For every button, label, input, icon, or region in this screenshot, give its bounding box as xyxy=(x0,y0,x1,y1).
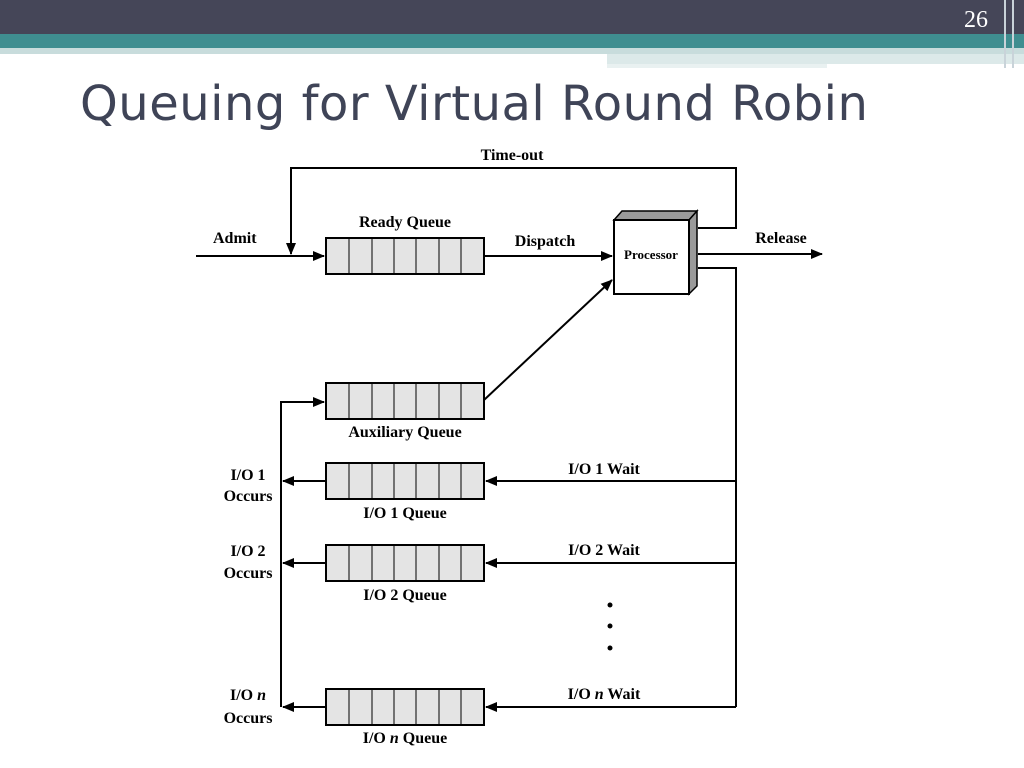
io2-occurs-label-line2: Occurs xyxy=(224,565,273,582)
ion-queue xyxy=(325,688,485,726)
io1-queue-label: I/O 1 Queue xyxy=(363,505,447,522)
io2-occurs-label-line1: I/O 2 xyxy=(230,543,265,560)
slide-title: Queuing for Virtual Round Robin xyxy=(80,76,869,132)
io-wait-trunk-line xyxy=(698,267,737,707)
header-band-teal xyxy=(0,34,1024,48)
io1-occurs-label-line2: Occurs xyxy=(224,488,273,505)
auxiliary-queue xyxy=(325,382,485,420)
processor-box xyxy=(612,209,699,296)
corner-line-2 xyxy=(1012,0,1014,68)
ready-queue xyxy=(325,237,485,275)
ellipsis-dot-1 xyxy=(607,602,613,608)
header-band-light-right-2 xyxy=(607,64,827,68)
ion-wait-label: I/O n Wait xyxy=(568,686,641,703)
slide-number: 26 xyxy=(964,7,988,33)
corner-line-1 xyxy=(1004,0,1006,68)
io-occurs-trunk-line xyxy=(280,397,325,707)
io2-queue-label: I/O 2 Queue xyxy=(363,587,447,604)
processor-label: Processor xyxy=(624,247,678,262)
release-label: Release xyxy=(755,230,807,247)
auxiliary-queue-label: Auxiliary Queue xyxy=(348,424,461,441)
io2-wait-label: I/O 2 Wait xyxy=(568,542,640,559)
header-band-dark xyxy=(0,0,1024,34)
ion-occurs-label-line1: I/O n xyxy=(230,687,266,704)
dispatch-label: Dispatch xyxy=(515,233,576,250)
ready-queue-label: Ready Queue xyxy=(359,214,451,231)
io1-queue xyxy=(325,462,485,500)
ellipsis-dot-3 xyxy=(607,645,613,651)
ion-queue-label: I/O n Queue xyxy=(363,730,447,747)
timeout-label: Time-out xyxy=(481,147,544,164)
io2-queue xyxy=(325,544,485,582)
header-band-light xyxy=(0,48,1024,54)
admit-label: Admit xyxy=(213,230,257,247)
io1-occurs-label-line1: I/O 1 xyxy=(230,467,265,484)
timeout-loop-line xyxy=(286,167,737,255)
header-band-light-right xyxy=(607,54,1024,64)
io1-wait-label: I/O 1 Wait xyxy=(568,461,640,478)
auxiliary-to-processor-arrow xyxy=(483,279,613,401)
ellipsis-dot-2 xyxy=(607,623,613,629)
ion-occurs-label-line2: Occurs xyxy=(224,710,273,727)
